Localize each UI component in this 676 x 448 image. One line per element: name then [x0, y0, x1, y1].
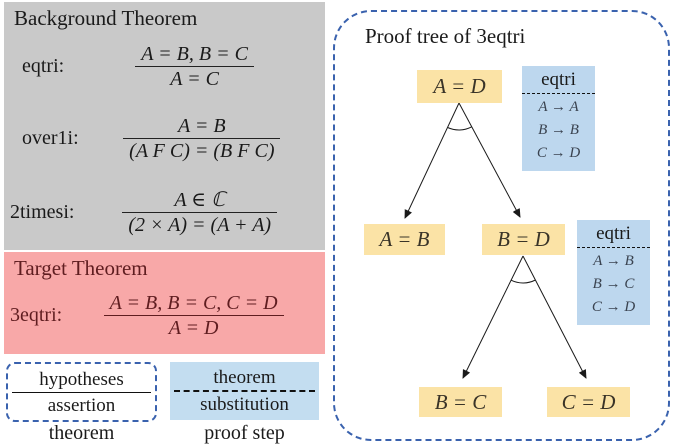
theorem-name: 3eqtri: [10, 303, 63, 326]
proof-step-box-1: eqtri A → A B → B C → D [522, 66, 595, 171]
substitution-line: C → D [536, 145, 581, 161]
tree-node-a-eq-d: A = D [417, 70, 502, 103]
theorem-hypotheses: A = B, B = C, C = D [109, 291, 278, 314]
angle-arc-mid [510, 279, 536, 284]
theorem-fraction: A ∈ ℂ (2 × A) = (A + A) [122, 188, 278, 237]
theorem-hypotheses: A = B [178, 114, 226, 137]
theorem-assertion: A = C [135, 65, 254, 91]
target-theorem-panel: Target Theorem 3eqtri: A = B, B = C, C =… [4, 252, 325, 354]
legend-assertion-label: assertion [47, 394, 116, 416]
angle-arc-root [447, 126, 472, 131]
theorem-row-eqtri: eqtri: A = B, B = C A = C [4, 32, 325, 100]
legend-dashed-divider [174, 390, 315, 392]
substitution-line: B → C [592, 276, 635, 292]
legend-theorem-label: theorem [213, 367, 276, 388]
legend-proof-step-caption: proof step [204, 422, 285, 444]
arrow-root-to-left [404, 102, 460, 219]
substitution-line: C → D [591, 299, 636, 315]
legend-solid-divider [12, 391, 151, 393]
legend-theorem-box: hypotheses assertion [6, 362, 157, 422]
theorem-hypotheses: A = B, B = C [141, 42, 248, 65]
proof-tree-title: Proof tree of 3eqtri [365, 24, 526, 48]
tree-arrows [404, 102, 587, 379]
legend-substitution-label: substitution [200, 394, 289, 415]
theorem-fraction: A = B (A F C) = (B F C) [123, 114, 281, 163]
proof-tree-edges [404, 102, 587, 379]
theorem-assertion: (2 × A) = (A + A) [122, 211, 278, 237]
proof-step-theorem: eqtri [596, 223, 631, 244]
proof-tree-panel: Proof tree of 3eqtri A = D A = B B = D B… [333, 10, 670, 441]
target-panel-title: Target Theorem [14, 256, 148, 280]
arrow-mid-to-leaf-right [522, 255, 587, 379]
theorem-fraction: A = B, B = C A = C [135, 42, 254, 91]
tree-node-a-eq-b: A = B [364, 224, 445, 255]
background-theorem-panel: Background Theorem eqtri: A = B, B = C A… [4, 2, 325, 250]
theorem-name: 2timesi: [10, 200, 75, 223]
proof-step-divider [522, 93, 595, 94]
theorem-fraction: A = B, B = C, C = D A = D [103, 291, 284, 340]
legend-hypotheses-label: hypotheses [39, 368, 124, 390]
tree-node-b-eq-c: B = C [419, 387, 502, 417]
legend-theorem-caption: theorem [48, 422, 115, 444]
substitution-line: A → B [593, 253, 634, 269]
theorem-row-3eqtri: 3eqtri: A = B, B = C, C = D A = D [4, 280, 325, 350]
tree-node-b-eq-d: B = D [482, 224, 565, 255]
theorem-name: eqtri: [22, 54, 65, 77]
arrow-mid-to-leaf-left [462, 255, 524, 379]
proof-step-box-2: eqtri A → B B → C C → D [577, 220, 650, 325]
proof-step-theorem: eqtri [541, 69, 576, 90]
theorem-name: over1i: [22, 126, 79, 149]
theorem-hypotheses: A ∈ ℂ [174, 188, 226, 211]
arrow-root-to-mid [458, 102, 521, 218]
theorem-assertion: A = D [103, 314, 284, 340]
theorem-assertion: (A F C) = (B F C) [123, 137, 281, 163]
theorem-row-2timesi: 2timesi: A ∈ ℂ (2 × A) = (A + A) [4, 178, 325, 246]
legend-proof-step-box: theorem substitution [170, 362, 319, 420]
background-panel-title: Background Theorem [14, 6, 198, 30]
theorem-row-over1i: over1i: A = B (A F C) = (B F C) [4, 104, 325, 172]
substitution-line: B → B [538, 122, 579, 138]
substitution-line: A → A [538, 99, 579, 115]
proof-step-divider [577, 247, 650, 248]
tree-node-c-eq-d: C = D [547, 387, 630, 417]
